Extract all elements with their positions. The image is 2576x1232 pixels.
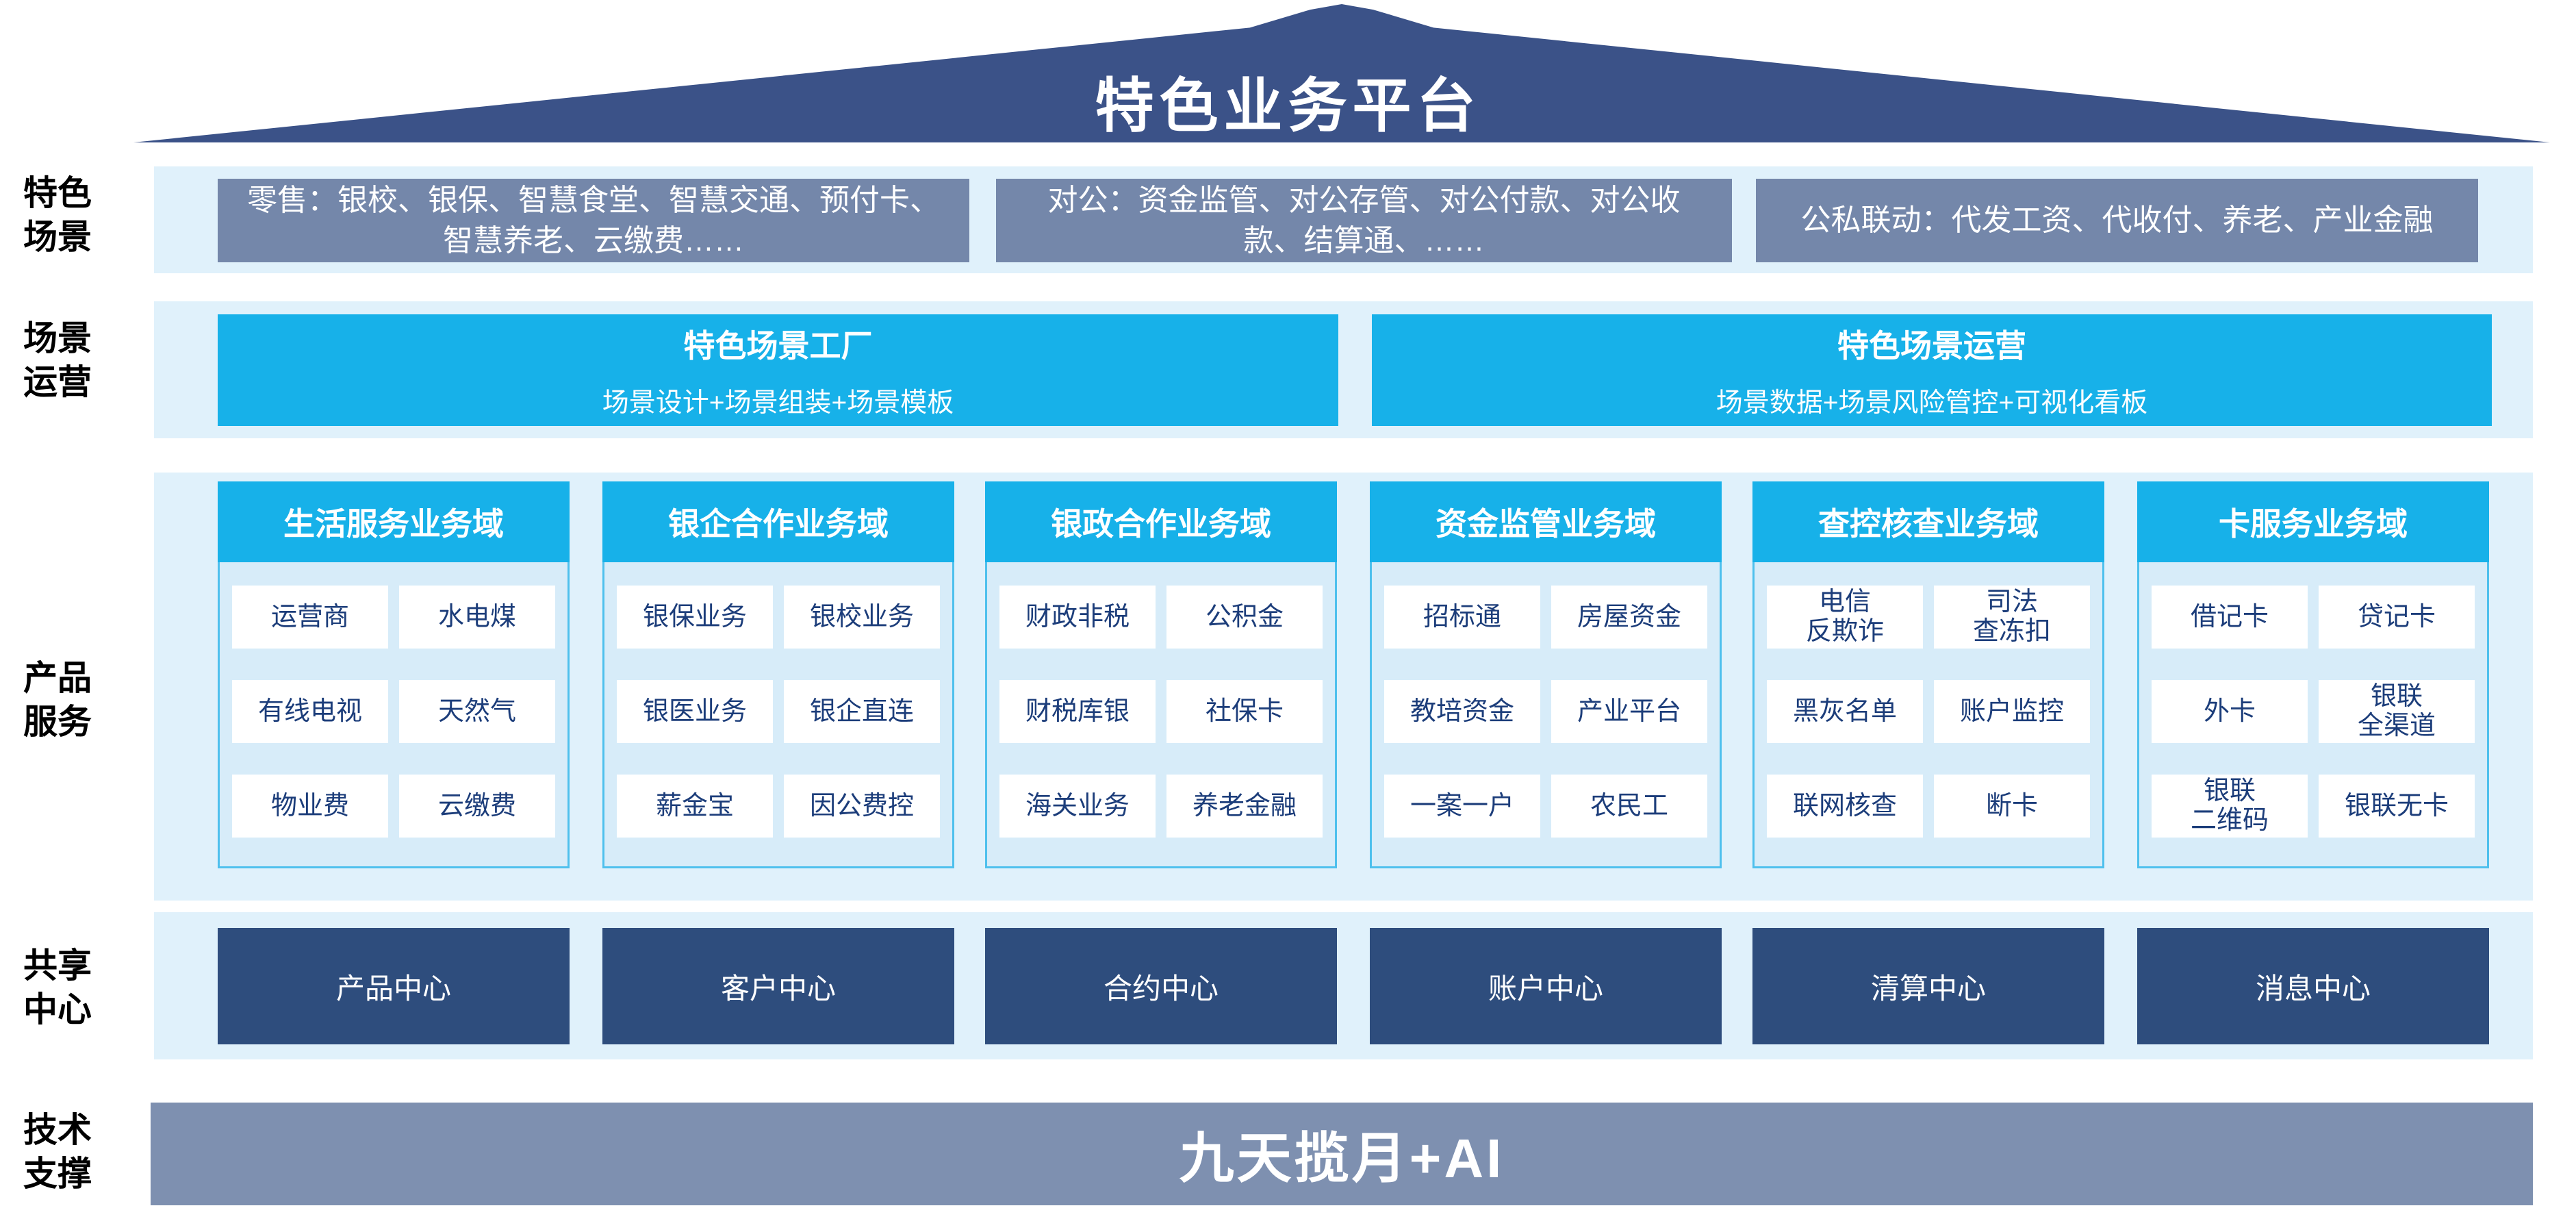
product-item: 联网核查 [1767,775,1923,838]
domain-inquiry-verification: 查控核查业务域 电信 反欺诈 司法 查冻扣 黑灰名单 账户监控 联网核查 断卡 [1752,481,2104,868]
product-item: 电信 反欺诈 [1767,586,1923,649]
center-product: 产品中心 [218,928,570,1044]
product-band: 生活服务业务域 运营商 水电煤 有线电视 天然气 物业费 云缴费 银企合作业务域… [154,473,2533,901]
product-item: 因公费控 [784,775,940,838]
row-label-operation: 场景运营 [23,319,92,401]
product-item: 银联 二维码 [2152,775,2308,838]
product-item: 农民工 [1551,775,1707,838]
domain-title: 查控核查业务域 [1752,481,2104,562]
scenario-factory-subtitle: 场景设计+场景组装+场景模板 [602,388,954,418]
domain-title: 银政合作业务域 [985,481,1337,562]
product-item: 银联无卡 [2319,775,2475,838]
scenario-factory-title: 特色场景工厂 [683,327,873,364]
shared-center-band: 产品中心 客户中心 合约中心 账户中心 清算中心 消息中心 [154,912,2533,1059]
row-label-scenario: 特色场景 [23,174,92,256]
product-item: 招标通 [1384,586,1540,649]
product-item: 借记卡 [2152,586,2308,649]
product-item: 房屋资金 [1551,586,1707,649]
scenario-operation-title: 特色场景运营 [1837,327,2026,364]
row-label-tech: 技术支撑 [23,1111,92,1193]
product-item: 银企直连 [784,680,940,743]
domain-body: 运营商 水电煤 有线电视 天然气 物业费 云缴费 [218,562,570,868]
domain-card-service: 卡服务业务域 借记卡 贷记卡 外卡 银联 全渠道 银联 二维码 银联无卡 [2137,481,2489,868]
domain-life-service: 生活服务业务域 运营商 水电煤 有线电视 天然气 物业费 云缴费 [218,481,570,868]
product-item: 水电煤 [399,586,555,649]
platform-title: 特色业务平台 [1095,73,1481,139]
product-item: 薪金宝 [617,775,773,838]
center-clearing: 清算中心 [1752,928,2104,1044]
row-label-product: 产品服务 [23,659,92,741]
product-item: 断卡 [1934,775,2090,838]
domain-title: 生活服务业务域 [218,481,570,562]
domain-body: 电信 反欺诈 司法 查冻扣 黑灰名单 账户监控 联网核查 断卡 [1752,562,2104,868]
domain-body: 招标通 房屋资金 教培资金 产业平台 一案一户 农民工 [1370,562,1722,868]
scenario-operation-box: 特色场景运营 场景数据+场景风险管控+可视化看板 [1372,314,2492,426]
row-label-shared: 共享中心 [23,946,92,1029]
product-item: 一案一户 [1384,775,1540,838]
domain-body: 财政非税 公积金 财税库银 社保卡 海关业务 养老金融 [985,562,1337,868]
product-item: 云缴费 [399,775,555,838]
product-item: 教培资金 [1384,680,1540,743]
operation-band: 特色场景工厂 场景设计+场景组装+场景模板 特色场景运营 场景数据+场景风险管控… [154,301,2533,438]
product-item: 黑灰名单 [1767,680,1923,743]
scenario-operation-subtitle: 场景数据+场景风险管控+可视化看板 [1716,388,2148,418]
product-item: 养老金融 [1166,775,1323,838]
product-item: 银联 全渠道 [2319,680,2475,743]
product-item: 社保卡 [1166,680,1323,743]
product-item: 海关业务 [999,775,1156,838]
scenario-band: 零售：银校、银保、智慧食堂、智慧交通、预付卡、智慧养老、云缴费…… 对公：资金监… [154,166,2533,273]
domain-bank-enterprise: 银企合作业务域 银保业务 银校业务 银医业务 银企直连 薪金宝 因公费控 [602,481,954,868]
product-item: 运营商 [232,586,388,649]
product-item: 公积金 [1166,586,1323,649]
domain-title: 资金监管业务域 [1370,481,1722,562]
center-contract: 合约中心 [985,928,1337,1044]
scenario-box-public-private: 公私联动：代发工资、代收付、养老、产业金融 [1756,179,2478,262]
scenario-factory-box: 特色场景工厂 场景设计+场景组装+场景模板 [218,314,1338,426]
product-item: 司法 查冻扣 [1934,586,2090,649]
domain-bank-government: 银政合作业务域 财政非税 公积金 财税库银 社保卡 海关业务 养老金融 [985,481,1337,868]
product-item: 银保业务 [617,586,773,649]
product-item: 账户监控 [1934,680,2090,743]
domain-body: 银保业务 银校业务 银医业务 银企直连 薪金宝 因公费控 [602,562,954,868]
tech-support-banner: 九天揽月+AI [151,1103,2533,1205]
domain-body: 借记卡 贷记卡 外卡 银联 全渠道 银联 二维码 银联无卡 [2137,562,2489,868]
scenario-box-corporate: 对公：资金监管、对公存管、对公付款、对公收款、结算通、…… [996,179,1732,262]
product-item: 银医业务 [617,680,773,743]
product-item: 贷记卡 [2319,586,2475,649]
scenario-box-retail: 零售：银校、银保、智慧食堂、智慧交通、预付卡、智慧养老、云缴费…… [218,179,969,262]
domain-title: 卡服务业务域 [2137,481,2489,562]
product-item: 银校业务 [784,586,940,649]
product-item: 财税库银 [999,680,1156,743]
domain-fund-supervision: 资金监管业务域 招标通 房屋资金 教培资金 产业平台 一案一户 农民工 [1370,481,1722,868]
product-item: 财政非税 [999,586,1156,649]
product-item: 外卡 [2152,680,2308,743]
center-account: 账户中心 [1370,928,1722,1044]
product-item: 物业费 [232,775,388,838]
tech-support-banner-text: 九天揽月+AI [1179,1128,1505,1189]
center-customer: 客户中心 [602,928,954,1044]
product-item: 有线电视 [232,680,388,743]
domain-title: 银企合作业务域 [602,481,954,562]
center-message: 消息中心 [2137,928,2489,1044]
product-item: 产业平台 [1551,680,1707,743]
product-item: 天然气 [399,680,555,743]
